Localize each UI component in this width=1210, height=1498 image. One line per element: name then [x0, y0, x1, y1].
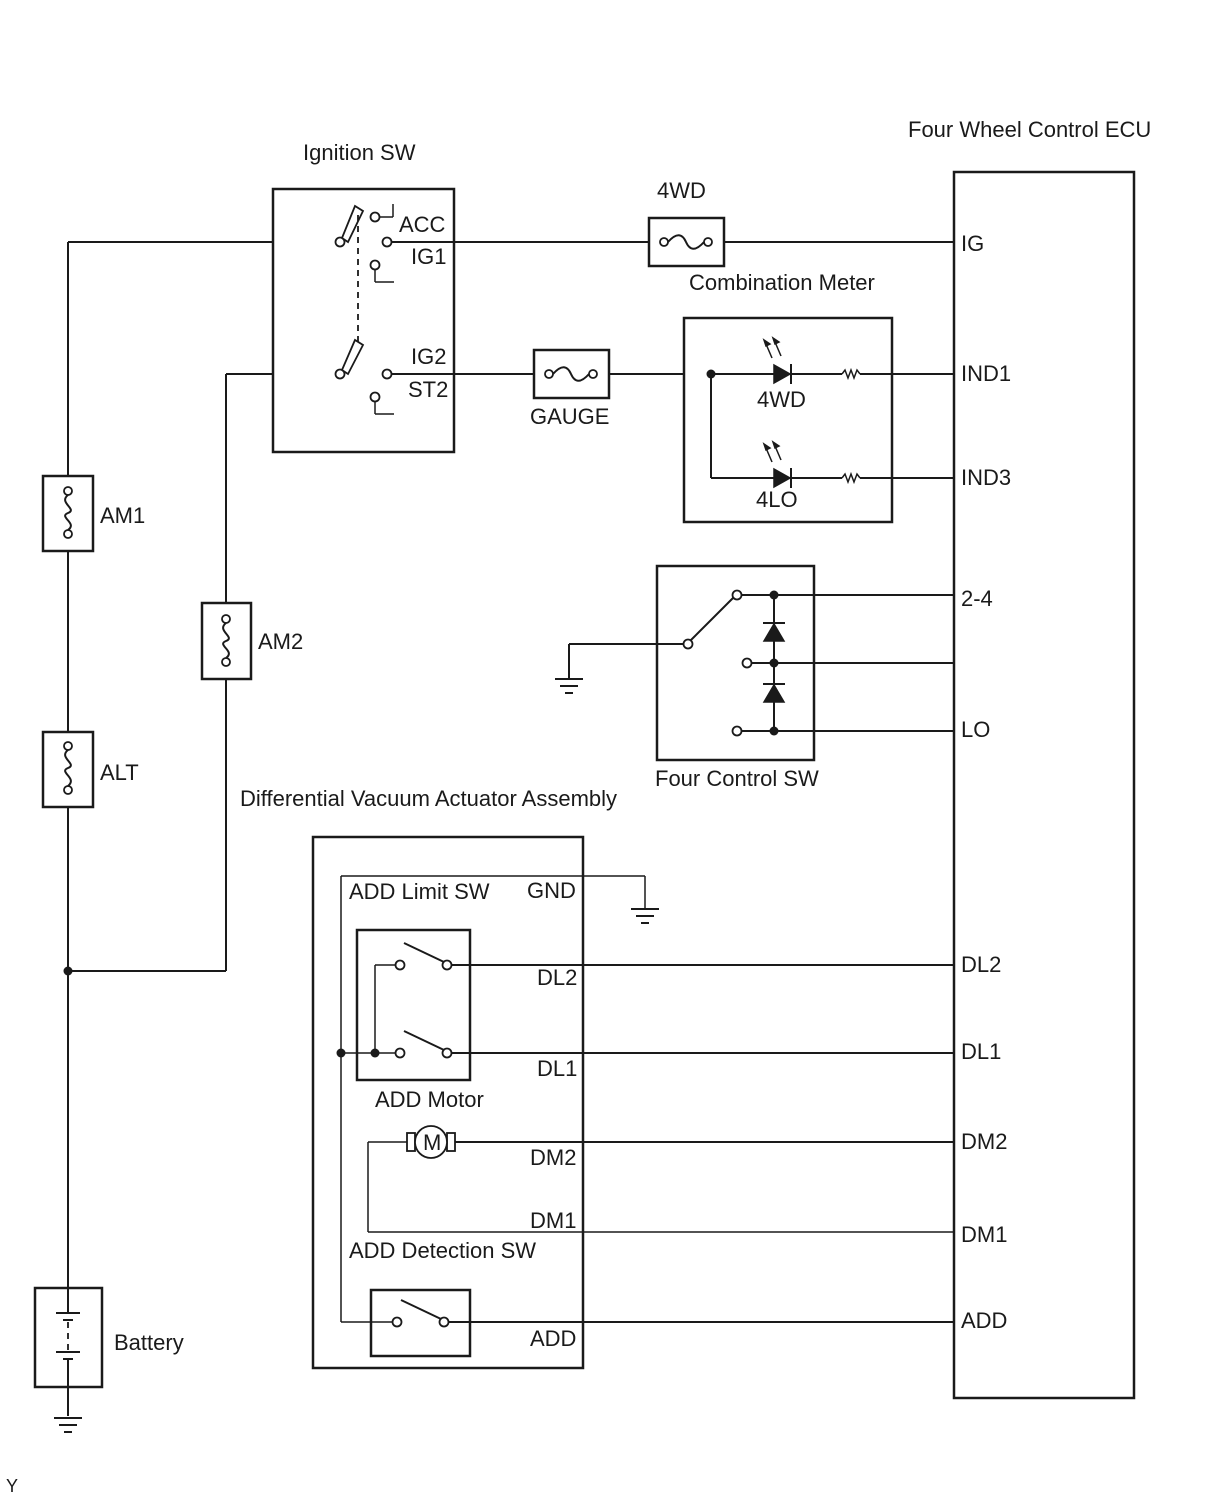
junction-dot — [336, 1048, 346, 1058]
add-limit-sw-label: ADD Limit SW — [349, 879, 490, 904]
fuse-am2-label: AM2 — [258, 629, 303, 654]
switch-blade — [400, 1299, 442, 1320]
ecu-title: Four Wheel Control ECU — [908, 117, 1151, 142]
fuse-am2-element — [222, 622, 230, 659]
switch-blade — [690, 597, 734, 641]
ground-icon — [555, 678, 583, 694]
fuse-gauge-element — [552, 366, 590, 382]
junction-dot — [63, 966, 73, 976]
ignition-contact-lower — [340, 338, 365, 376]
ground-icon — [54, 1417, 82, 1433]
junction-dot — [769, 590, 779, 600]
ecu-terminal-dm1: DM1 — [961, 1222, 1007, 1247]
fuse-4wd-label: 4WD — [657, 178, 706, 203]
actuator-terminal-add: ADD — [530, 1326, 576, 1351]
four-wheel-control-ecu: Four Wheel Control ECU IG IND1 IND3 2-4 … — [908, 117, 1151, 1400]
diode-icon — [762, 683, 786, 703]
ignition-terminal-acc: ACC — [399, 212, 446, 237]
actuator-title: Differential Vacuum Actuator Assembly — [240, 786, 617, 811]
ecu-terminal-add: ADD — [961, 1308, 1007, 1333]
motor-symbol: M — [423, 1130, 441, 1155]
fuse-alt-element — [64, 749, 72, 787]
four-control-switch: Four Control SW — [555, 564, 954, 791]
ecu-terminal-dm2: DM2 — [961, 1129, 1007, 1154]
fuse-gauge-label: GAUGE — [530, 404, 609, 429]
fuse-alt-label: ALT — [100, 760, 139, 785]
ignition-sw-title: Ignition SW — [303, 140, 416, 165]
ignition-switch: Ignition SW ACC IG1 IG2 ST2 — [271, 140, 456, 454]
battery-label: Battery — [114, 1330, 184, 1355]
ecu-box — [952, 170, 1136, 1400]
junction-dot — [769, 726, 779, 736]
led-4lo-icon — [762, 440, 792, 489]
fuse-am1: AM1 — [41, 474, 145, 553]
four-control-sw-title: Four Control SW — [655, 766, 819, 791]
ignition-terminal-st2: ST2 — [408, 377, 448, 402]
ecu-terminal-ind1: IND1 — [961, 361, 1011, 386]
ignition-terminal-ig1: IG1 — [411, 244, 446, 269]
actuator-terminal-dl2: DL2 — [537, 965, 577, 990]
ignition-terminal-ig2: IG2 — [411, 344, 446, 369]
fuse-am2: AM2 — [200, 601, 303, 681]
junction-dot — [769, 658, 779, 668]
ecu-terminal-ind3: IND3 — [961, 465, 1011, 490]
diode-icon — [762, 622, 786, 642]
fuse-alt: ALT — [41, 730, 139, 809]
ig-circuit: 4WD — [391, 178, 954, 268]
footer-code: Y — [6, 1476, 18, 1496]
switch-blade — [403, 942, 445, 963]
actuator-terminal-gnd: GND — [527, 878, 576, 903]
ecu-terminal-dl1: DL1 — [961, 1039, 1001, 1064]
actuator-box — [311, 835, 585, 1370]
battery: Battery — [33, 1286, 184, 1416]
combination-meter-title: Combination Meter — [689, 270, 875, 295]
fuse-am1-label: AM1 — [100, 503, 145, 528]
ignition-sw-box — [271, 187, 456, 454]
led-4wd-icon — [762, 336, 792, 385]
switch-blade — [403, 1030, 445, 1051]
ground-icon — [631, 908, 659, 924]
fuse-4wd-element — [667, 234, 705, 250]
add-limit-sw-box — [355, 928, 472, 1082]
ecu-terminal-2-4: 2-4 — [961, 586, 993, 611]
lamp-4lo-label: 4LO — [756, 487, 798, 512]
ecu-terminal-ig: IG — [961, 231, 984, 256]
combination-meter: Combination Meter 4WD 4 — [682, 270, 954, 524]
actuator-terminal-dm1: DM1 — [530, 1208, 576, 1233]
ecu-terminal-dl2: DL2 — [961, 952, 1001, 977]
add-motor-label: ADD Motor — [375, 1087, 484, 1112]
resistor-icon — [841, 367, 861, 381]
fuse-am1-element — [64, 494, 72, 531]
combination-meter-box — [682, 316, 894, 524]
motor-icon: M — [406, 1125, 456, 1159]
ecu-terminal-lo: LO — [961, 717, 990, 742]
gauge-circuit: GAUGE — [391, 348, 711, 429]
differential-vacuum-actuator-assembly: Differential Vacuum Actuator Assembly AD… — [240, 786, 954, 1370]
add-detection-sw-label: ADD Detection SW — [349, 1238, 536, 1263]
junction-dot — [706, 369, 716, 379]
actuator-terminal-dm2: DM2 — [530, 1145, 576, 1170]
lamp-4wd-label: 4WD — [757, 387, 806, 412]
resistor-icon — [841, 471, 861, 485]
actuator-terminal-dl1: DL1 — [537, 1056, 577, 1081]
